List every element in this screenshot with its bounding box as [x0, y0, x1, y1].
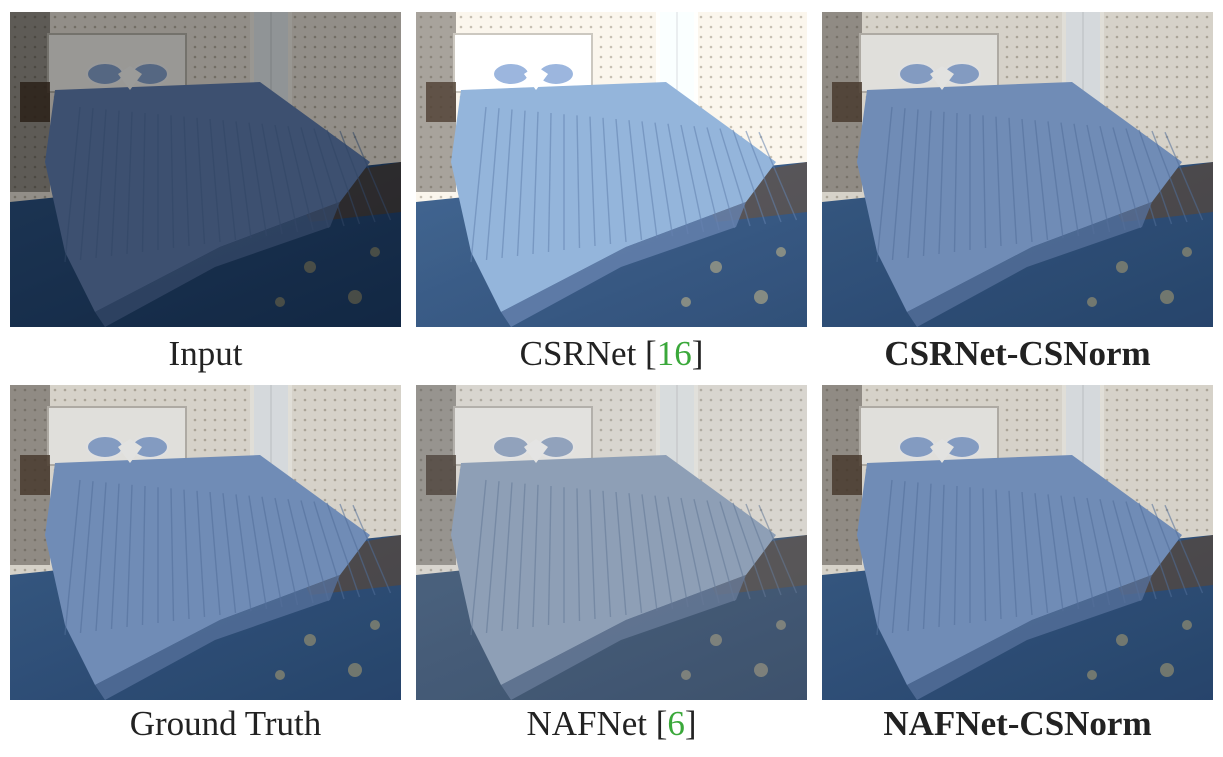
caption-csrnet-csnorm: CSRNet-CSNorm — [822, 334, 1213, 374]
citation-link[interactable]: 16 — [656, 334, 692, 373]
caption-csrnet-csnorm-label: CSRNet-CSNorm — [884, 334, 1151, 373]
caption-input: Input — [10, 334, 401, 374]
citation-link[interactable]: 6 — [667, 704, 685, 743]
photo-input — [10, 12, 401, 327]
caption-input-label: Input — [168, 334, 243, 373]
caption-csrnet: CSRNet [16] — [416, 334, 807, 374]
caption-csrnet-label: CSRNet [ — [519, 334, 657, 373]
photo-nafnet-csnorm — [822, 385, 1213, 700]
caption-nafnet-label: NAFNet [ — [526, 704, 668, 743]
caption-nafnet: NAFNet [6] — [416, 704, 807, 744]
caption-ground-truth-label: Ground Truth — [129, 704, 322, 743]
caption-csrnet-suffix: ] — [691, 334, 704, 373]
photo-csrnet — [416, 12, 807, 327]
caption-ground-truth: Ground Truth — [30, 704, 421, 744]
photo-nafnet — [416, 385, 807, 700]
caption-nafnet-csnorm-label: NAFNet-CSNorm — [883, 704, 1152, 743]
caption-nafnet-csnorm: NAFNet-CSNorm — [822, 704, 1213, 744]
caption-nafnet-suffix: ] — [684, 704, 697, 743]
photo-csrnet-csnorm — [822, 12, 1213, 327]
photo-ground-truth — [10, 385, 401, 700]
